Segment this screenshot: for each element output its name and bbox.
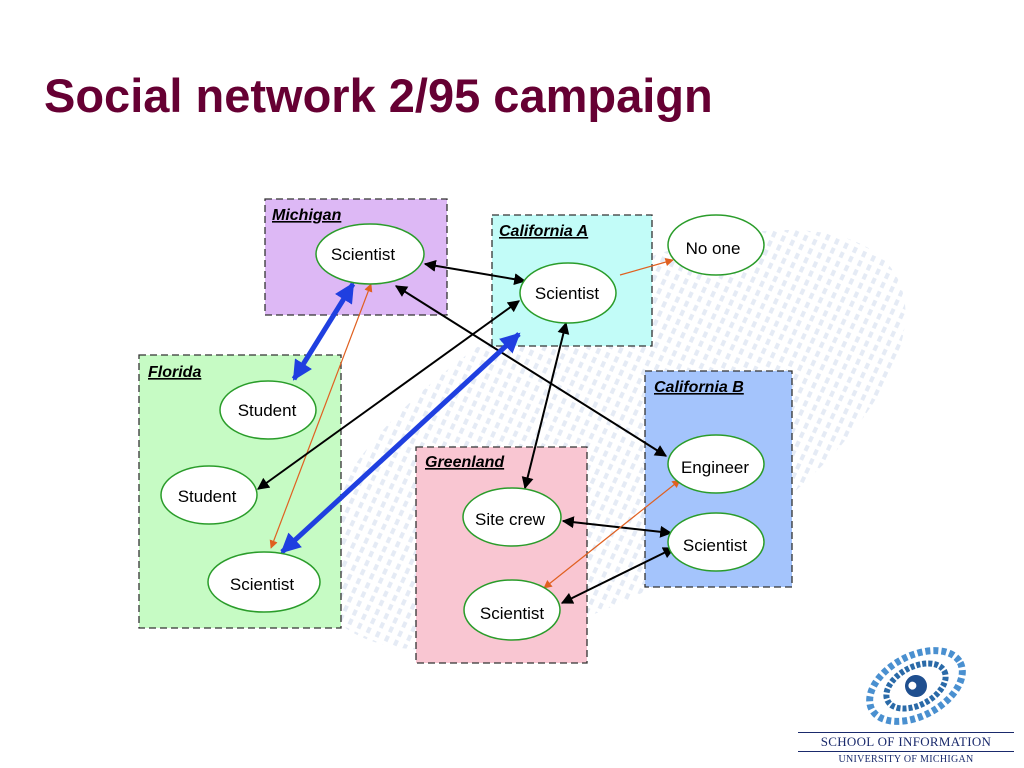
link-california-a-scientist-florida-scientist — [280, 332, 521, 554]
node-california-a-scientist: Scientist — [519, 262, 617, 324]
footer: SCHOOL OF INFORMATION UNIVERSITY OF MICH… — [798, 732, 1014, 765]
footer-school: SCHOOL OF INFORMATION — [798, 732, 1014, 752]
link-greenland-scientist-engineer — [543, 479, 681, 589]
node-florida-scientist: Scientist — [207, 551, 321, 613]
group-label-michigan: Michigan — [272, 207, 342, 224]
node-michigan-scientist: Scientist — [315, 223, 425, 285]
node-site-crew: Site crew — [462, 487, 562, 547]
node-florida-student-2: Student — [160, 465, 258, 525]
group-label-california-a: California A — [499, 223, 588, 240]
node-engineer: Engineer — [667, 434, 765, 494]
svg-text:Student: Student — [238, 401, 297, 420]
node-florida-student-1: Student — [219, 380, 317, 440]
node-no-one: No one — [667, 214, 765, 276]
footer-university: UNIVERSITY OF MICHIGAN — [838, 754, 974, 765]
svg-text:Site crew: Site crew — [475, 510, 546, 529]
svg-text:Scientist: Scientist — [230, 575, 295, 594]
school-logo-icon — [866, 647, 966, 725]
node-california-b-scientist: Scientist — [667, 512, 765, 572]
svg-text:Student: Student — [178, 487, 237, 506]
svg-text:Engineer: Engineer — [681, 458, 749, 477]
link-california-a-scientist-no-one — [619, 258, 674, 276]
node-greenland-scientist: Scientist — [463, 579, 561, 641]
group-label-california-b: California B — [654, 379, 744, 396]
svg-text:Scientist: Scientist — [331, 245, 396, 264]
svg-text:Scientist: Scientist — [535, 284, 600, 303]
link-michigan-scientist-california-a-scientist — [423, 259, 527, 286]
slide-title: Social network 2/95 campaign — [44, 69, 713, 122]
svg-text:Scientist: Scientist — [480, 604, 545, 623]
link-california-a-scientist-site-crew — [521, 321, 570, 490]
group-label-florida: Florida — [148, 364, 201, 381]
svg-text:Scientist: Scientist — [683, 536, 748, 555]
group-label-greenland: Greenland — [425, 454, 505, 471]
svg-text:No one: No one — [686, 239, 741, 258]
